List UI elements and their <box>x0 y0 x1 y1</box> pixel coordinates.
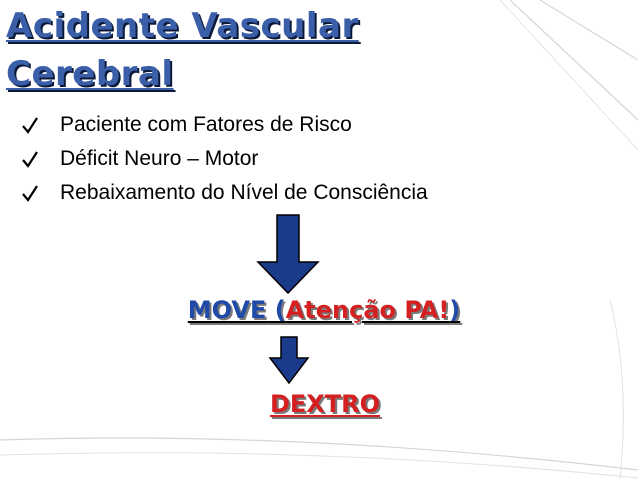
bullet-text: Paciente com Fatores de Risco <box>60 113 352 136</box>
checkmark-icon <box>22 185 38 202</box>
bullet-text: Déficit Neuro – Motor <box>60 147 259 170</box>
result-label: DEXTRO <box>269 390 381 418</box>
title-line: Acidente Vascular <box>6 6 359 46</box>
move-label: MOVE <box>187 296 267 324</box>
bullet-text: Rebaixamento do Nível de Consciência <box>60 181 428 204</box>
decorative-line <box>499 0 638 151</box>
checkmark-icon <box>22 151 38 168</box>
checkmark-icon <box>22 117 38 134</box>
decorative-curve <box>0 452 638 479</box>
page-title: Acidente Vascular Cerebral <box>6 2 359 98</box>
decorative-line <box>509 0 638 121</box>
arrow-down-icon <box>256 214 320 295</box>
attention-label: Atenção PA! <box>285 296 450 324</box>
list-item: Paciente com Fatores de Risco <box>22 108 428 142</box>
close-paren: ) <box>449 296 461 324</box>
decorative-curve <box>609 299 624 479</box>
action-text: MOVE (Atenção PA!) <box>0 296 638 324</box>
bullet-list: Paciente com Fatores de Risco Déficit Ne… <box>22 108 428 210</box>
list-item: Déficit Neuro – Motor <box>22 142 428 176</box>
arrow-down-icon <box>268 336 310 385</box>
list-item: Rebaixamento do Nível de Consciência <box>22 176 428 210</box>
decorative-line <box>539 0 638 61</box>
decorative-curve <box>0 437 638 471</box>
title-line: Cerebral <box>6 54 174 94</box>
open-paren: ( <box>266 296 286 324</box>
